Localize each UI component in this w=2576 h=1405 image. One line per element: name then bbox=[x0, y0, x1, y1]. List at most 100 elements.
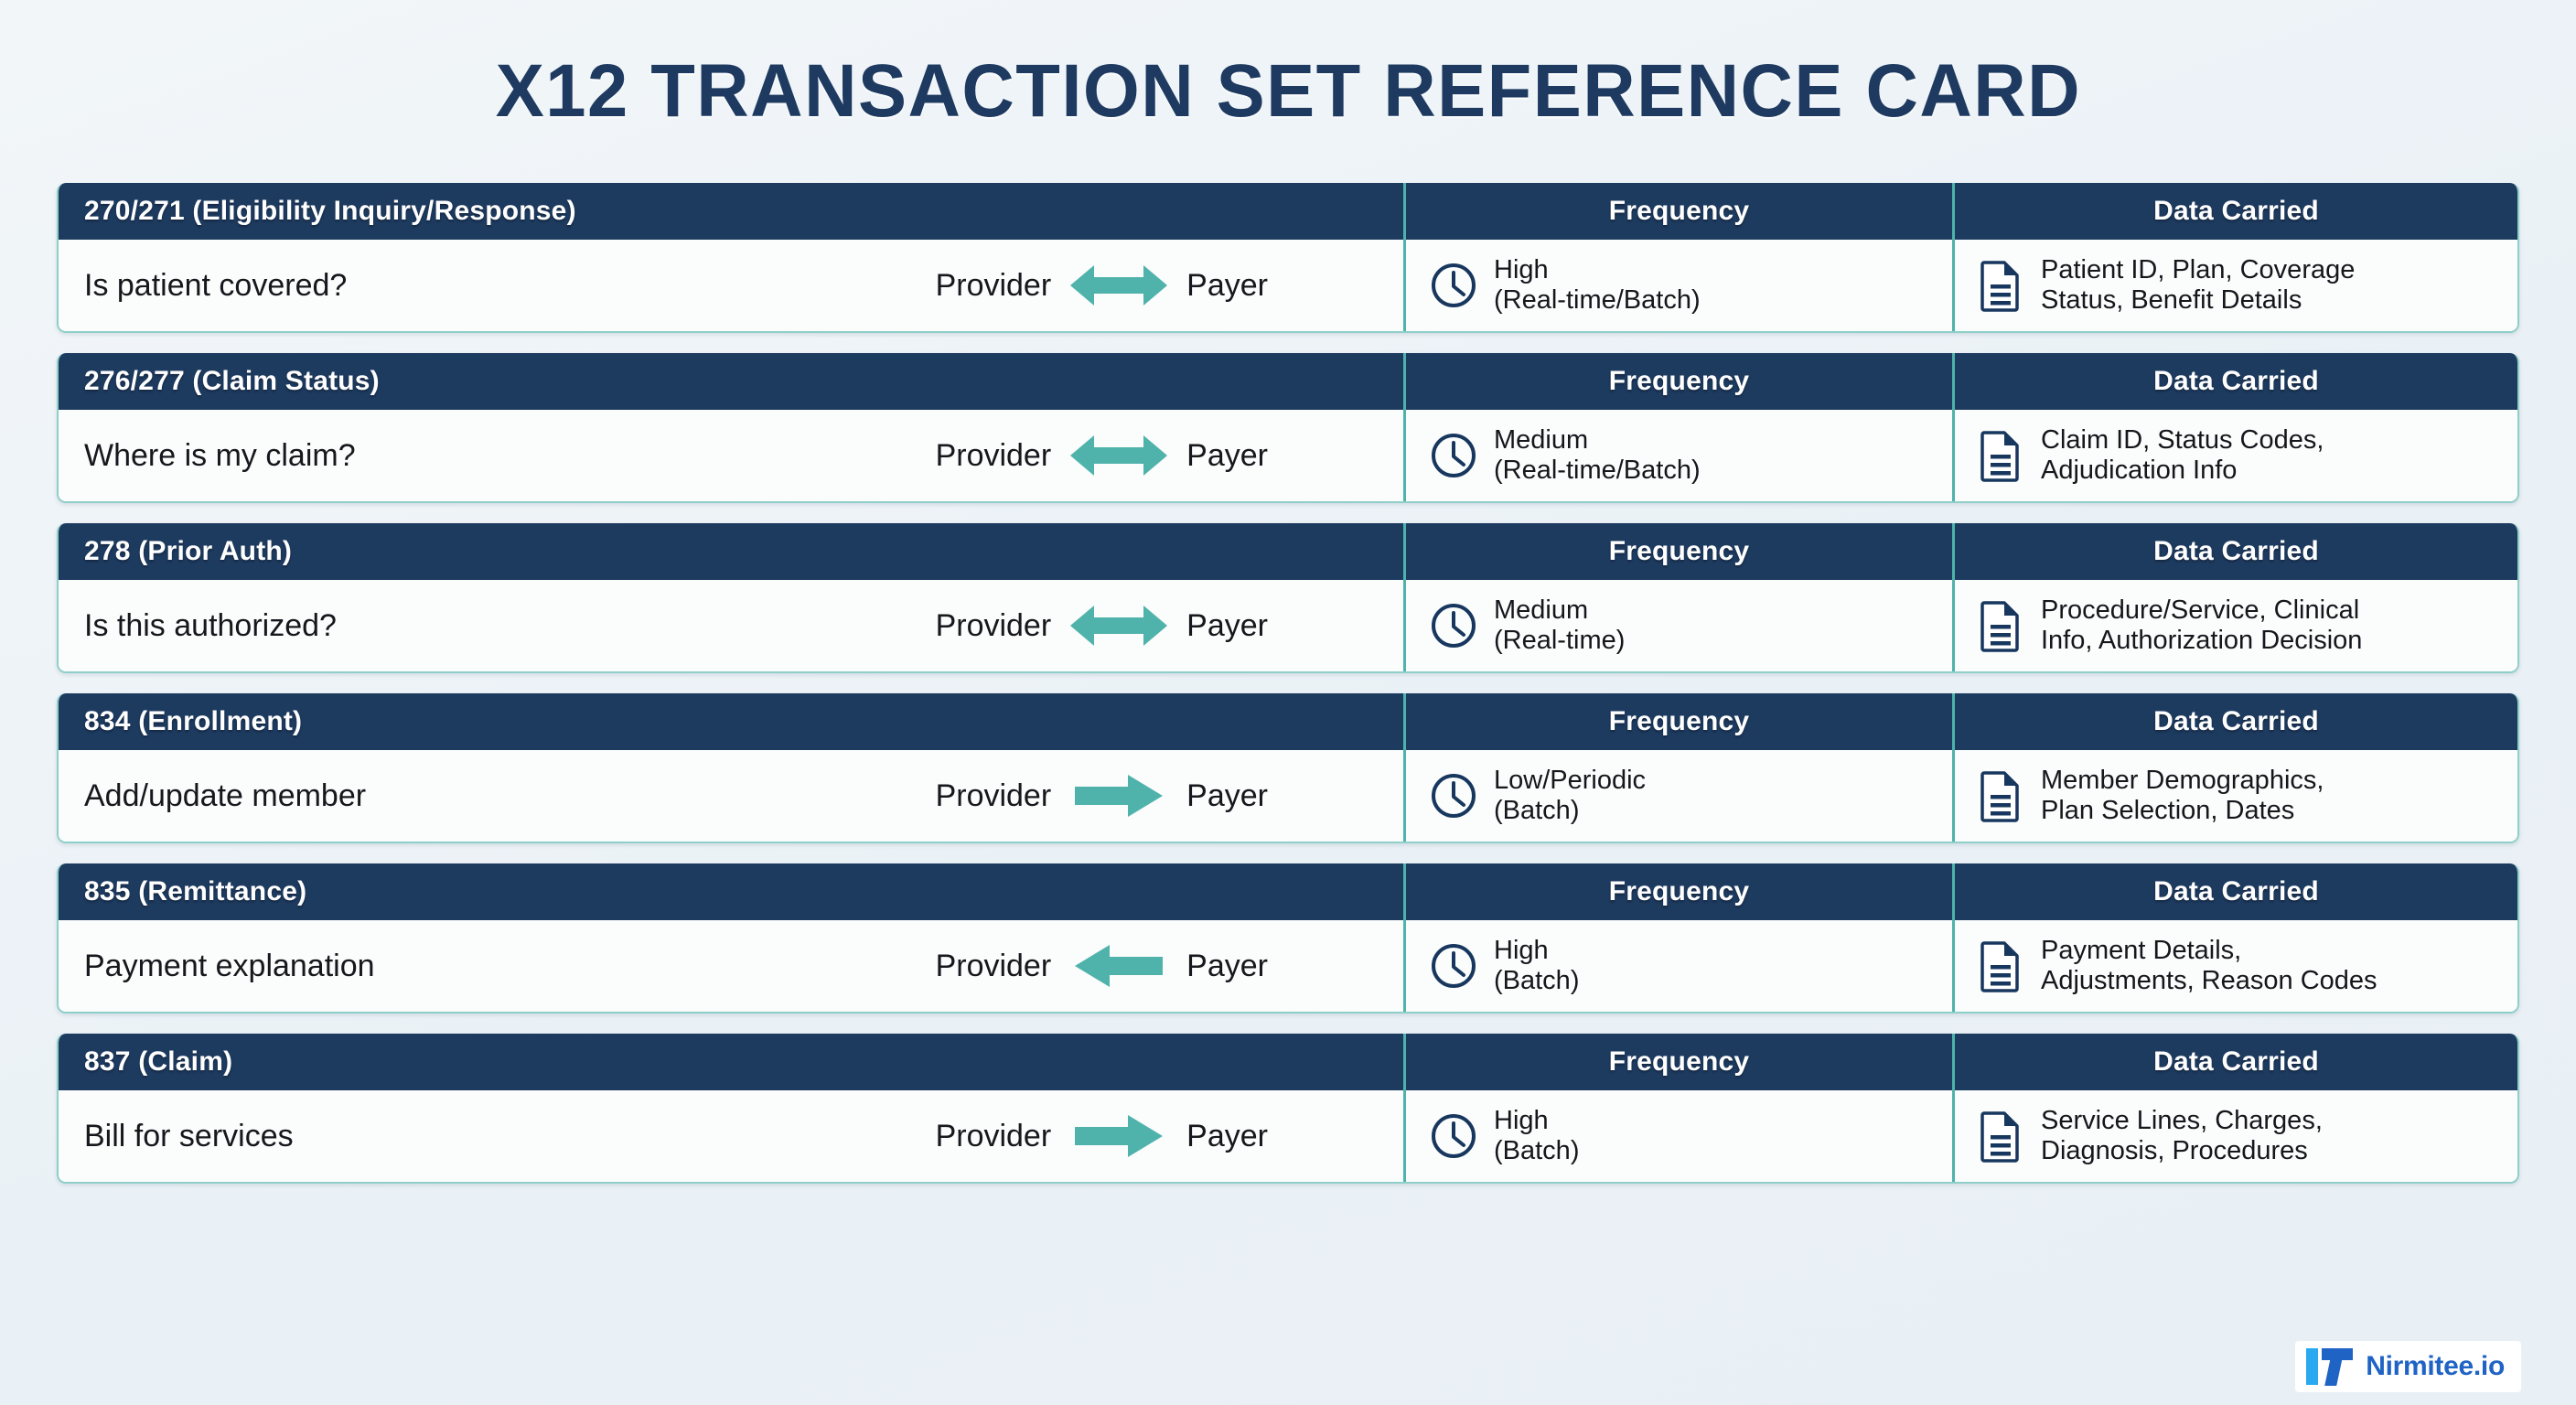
transaction-code: 276/277 (Claim Status) bbox=[84, 366, 380, 396]
data-carried-value: Payment Details,Adjustments, Reason Code… bbox=[2041, 936, 2377, 996]
clock-icon bbox=[1432, 604, 1476, 648]
data-carried-cell: Service Lines, Charges,Diagnosis, Proced… bbox=[1952, 1090, 2517, 1182]
card-body: Bill for services Provider Payer High(Batch… bbox=[59, 1090, 2517, 1182]
card-body: Where is my claim? Provider Payer Medium(Re… bbox=[59, 410, 2517, 501]
frequency-value: High(Real-time/Batch) bbox=[1494, 255, 1701, 316]
data-carried-cell: Member Demographics,Plan Selection, Date… bbox=[1952, 750, 2517, 842]
flow-target-label: Payer bbox=[1186, 437, 1268, 473]
clock-icon bbox=[1432, 1114, 1476, 1158]
data-carried-value: Member Demographics,Plan Selection, Date… bbox=[2041, 766, 2324, 826]
arrow-bidirectional-icon bbox=[1070, 265, 1168, 306]
data-carried-line-1: Service Lines, Charges, bbox=[2041, 1105, 2323, 1135]
frequency-level: Low/Periodic bbox=[1494, 765, 1647, 795]
data-carried-column-header: Data Carried bbox=[1952, 693, 2517, 750]
data-carried-column-header: Data Carried bbox=[1952, 523, 2517, 580]
clock-icon bbox=[1432, 263, 1476, 307]
frequency-value: High(Batch) bbox=[1494, 936, 1579, 996]
brand-name: Nirmitee.io bbox=[2366, 1351, 2505, 1381]
arrow-bidirectional-icon bbox=[1070, 435, 1168, 476]
flow-source-label: Provider bbox=[935, 1118, 1052, 1153]
transaction-card[interactable]: 270/271 (Eligibility Inquiry/Response) Fr… bbox=[57, 183, 2519, 333]
flow-diagram: Provider Payer bbox=[936, 601, 1378, 650]
flow-source-label: Provider bbox=[935, 948, 1052, 983]
purpose-cell: Is this authorized? Provider Payer bbox=[59, 580, 1403, 671]
frequency-column-header: Frequency bbox=[1403, 1034, 1952, 1090]
flow-diagram: Provider Payer bbox=[936, 431, 1378, 480]
data-carried-value: Service Lines, Charges,Diagnosis, Proced… bbox=[2041, 1106, 2323, 1166]
frequency-value: Medium(Real-time) bbox=[1494, 595, 1625, 656]
frequency-column-header: Frequency bbox=[1403, 523, 1952, 580]
purpose-text: Bill for services bbox=[84, 1118, 294, 1153]
document-icon bbox=[1980, 941, 2019, 992]
flow-source-label: Provider bbox=[935, 607, 1052, 643]
data-carried-line-2: Status, Benefit Details bbox=[2041, 285, 2302, 315]
flow-source-label: Provider bbox=[935, 437, 1052, 473]
flow-target-label: Payer bbox=[1186, 607, 1268, 643]
data-carried-cell: Payment Details,Adjustments, Reason Code… bbox=[1952, 920, 2517, 1012]
flow-source-label: Provider bbox=[935, 778, 1052, 813]
transaction-code: 270/271 (Eligibility Inquiry/Response) bbox=[84, 196, 576, 226]
document-icon bbox=[1980, 1111, 2019, 1163]
data-carried-line-2: Diagnosis, Procedures bbox=[2041, 1136, 2308, 1165]
purpose-text: Where is my claim? bbox=[84, 437, 356, 473]
page-title: X12 Transaction Set Reference Card bbox=[495, 49, 2081, 133]
frequency-column-header: Frequency bbox=[1403, 693, 1952, 750]
purpose-text: Is this authorized? bbox=[84, 607, 337, 643]
transaction-code: 278 (Prior Auth) bbox=[84, 536, 293, 566]
flow-arrow bbox=[1068, 941, 1170, 991]
brand-watermark: Nirmitee.io bbox=[2295, 1341, 2521, 1392]
frequency-value: Medium(Real-time/Batch) bbox=[1494, 425, 1701, 486]
arrow-bidirectional-icon bbox=[1070, 606, 1168, 646]
frequency-mode: (Real-time) bbox=[1494, 626, 1626, 655]
purpose-text: Add/update member bbox=[84, 778, 367, 813]
frequency-level: Medium bbox=[1494, 595, 1589, 625]
flow-arrow bbox=[1068, 771, 1170, 820]
frequency-level: Medium bbox=[1494, 424, 1589, 455]
page-title-wrap: X12 Transaction Set Reference Card bbox=[57, 0, 2519, 183]
data-carried-column-header: Data Carried bbox=[1952, 1034, 2517, 1090]
arrow-right-icon bbox=[1075, 1115, 1164, 1157]
document-icon bbox=[1980, 431, 2019, 482]
document-icon bbox=[1980, 261, 2019, 312]
clock-icon bbox=[1432, 774, 1476, 818]
frequency-column-header: Frequency bbox=[1403, 183, 1952, 240]
frequency-cell: Medium(Real-time/Batch) bbox=[1403, 410, 1952, 501]
frequency-cell: Medium(Real-time) bbox=[1403, 580, 1952, 671]
frequency-mode: (Batch) bbox=[1494, 1136, 1580, 1165]
purpose-cell: Bill for services Provider Payer bbox=[59, 1090, 1403, 1182]
flow-arrow bbox=[1068, 431, 1170, 480]
data-carried-column-header: Data Carried bbox=[1952, 863, 2517, 920]
frequency-level: High bbox=[1494, 254, 1549, 284]
flow-target-label: Payer bbox=[1186, 1118, 1268, 1153]
data-carried-cell: Claim ID, Status Codes,Adjudication Info bbox=[1952, 410, 2517, 501]
data-carried-line-2: Adjustments, Reason Codes bbox=[2041, 966, 2377, 995]
flow-source-label: Provider bbox=[935, 267, 1052, 303]
frequency-cell: Low/Periodic(Batch) bbox=[1403, 750, 1952, 842]
frequency-column-header: Frequency bbox=[1403, 353, 1952, 410]
frequency-column-header: Frequency bbox=[1403, 863, 1952, 920]
purpose-text: Payment explanation bbox=[84, 948, 375, 983]
nirmitee-logo-icon bbox=[2306, 1348, 2354, 1386]
frequency-value: High(Batch) bbox=[1494, 1106, 1579, 1166]
